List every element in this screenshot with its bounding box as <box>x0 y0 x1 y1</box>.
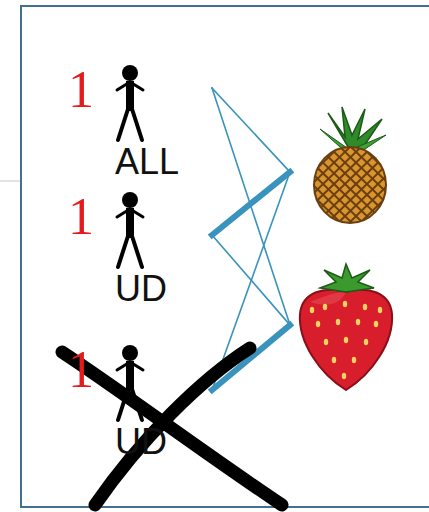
preference-line <box>212 325 290 390</box>
fruit-node <box>290 262 402 394</box>
stick-figure <box>107 191 153 271</box>
agent-node: 1UD <box>60 338 212 464</box>
stick-figure <box>107 64 153 144</box>
callout-number: 1 <box>68 191 94 243</box>
agent-label: UD <box>115 271 167 307</box>
fruit-node <box>290 105 408 225</box>
agent-label: UD <box>115 424 167 460</box>
agent-node: 1UD <box>60 185 212 311</box>
agent-label: ALL <box>115 144 179 180</box>
preference-line <box>212 172 290 390</box>
callout-number: 1 <box>68 344 94 396</box>
strawberry-picture <box>290 262 402 394</box>
agent-node: 1ALL <box>60 58 212 184</box>
stick-figure <box>107 344 153 424</box>
frame-border <box>21 6 429 507</box>
pineapple-picture <box>290 105 408 225</box>
stray-line <box>0 181 20 182</box>
callout-number: 1 <box>68 64 94 116</box>
preference-line <box>212 88 290 172</box>
